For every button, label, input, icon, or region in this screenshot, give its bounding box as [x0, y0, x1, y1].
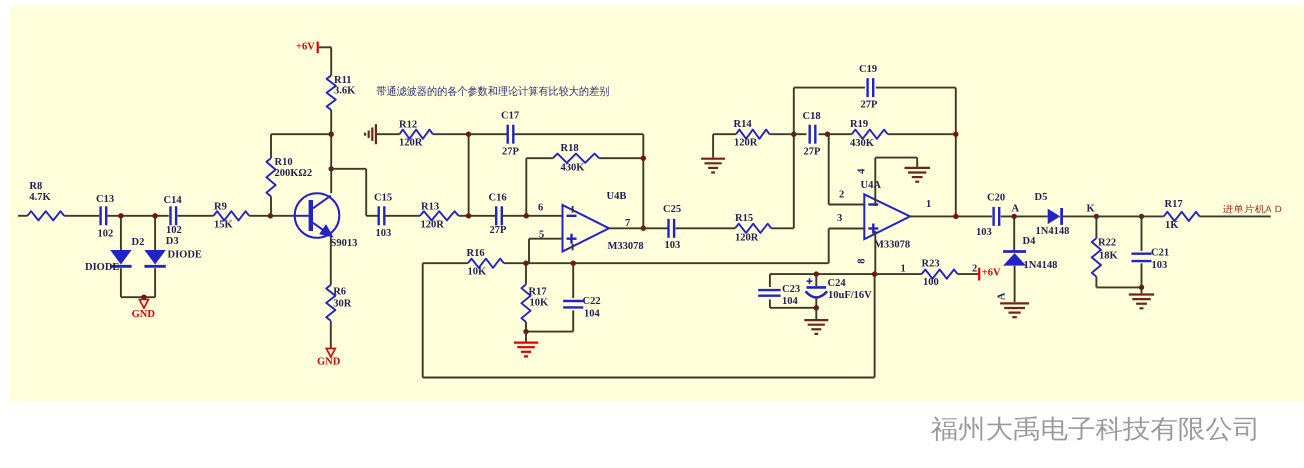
svg-text:D5: D5 — [1035, 192, 1048, 203]
svg-text:15K: 15K — [214, 219, 234, 230]
svg-text:102: 102 — [98, 228, 114, 239]
svg-text:104: 104 — [782, 296, 799, 307]
svg-text:C22: C22 — [583, 296, 601, 307]
svg-text:1: 1 — [926, 199, 931, 210]
svg-text:C19: C19 — [859, 64, 877, 75]
svg-text:103: 103 — [1152, 260, 1168, 271]
svg-text:M33078: M33078 — [608, 241, 644, 252]
svg-text:103: 103 — [665, 240, 681, 251]
svg-text:30R: 30R — [333, 298, 352, 309]
svg-text:7: 7 — [625, 218, 630, 229]
svg-text:103: 103 — [376, 228, 392, 239]
svg-text:R9: R9 — [214, 201, 227, 212]
svg-text:A: A — [1012, 203, 1020, 214]
svg-text:M33078: M33078 — [874, 240, 910, 251]
svg-text:120R: 120R — [735, 232, 759, 243]
svg-text:DIODE: DIODE — [168, 250, 202, 261]
svg-text:R19: R19 — [850, 119, 868, 130]
svg-text:27P: 27P — [490, 225, 508, 236]
svg-text:K: K — [1087, 203, 1096, 214]
svg-text:C18: C18 — [803, 111, 821, 122]
svg-text:R14: R14 — [734, 119, 753, 130]
svg-text:200KΩ2: 200KΩ2 — [275, 168, 313, 179]
svg-text:C20: C20 — [987, 193, 1005, 204]
svg-text:27P: 27P — [804, 147, 822, 158]
svg-text:430K: 430K — [561, 163, 586, 174]
svg-text:C13: C13 — [96, 194, 114, 205]
svg-text:DIODE: DIODE — [85, 262, 119, 273]
svg-text:2: 2 — [839, 190, 844, 201]
svg-text:R17: R17 — [529, 286, 547, 297]
svg-text:GND: GND — [132, 309, 156, 320]
svg-text:C21: C21 — [1151, 247, 1169, 258]
svg-text:R16: R16 — [467, 248, 485, 259]
svg-text:8: 8 — [857, 258, 868, 263]
svg-text:3.6K: 3.6K — [334, 85, 356, 96]
svg-text:3: 3 — [837, 213, 842, 224]
svg-text:R22: R22 — [1098, 238, 1116, 249]
svg-text:R11: R11 — [334, 75, 352, 86]
svg-text:R13: R13 — [421, 202, 439, 213]
svg-text:1K: 1K — [1165, 220, 1179, 231]
svg-text:R15: R15 — [735, 213, 753, 224]
svg-text:R18: R18 — [561, 143, 579, 154]
svg-text:18K: 18K — [1099, 250, 1119, 261]
svg-text:C16: C16 — [489, 193, 507, 204]
svg-text:R6: R6 — [333, 286, 346, 297]
svg-text:27P: 27P — [861, 100, 879, 111]
svg-text:D3: D3 — [166, 236, 179, 247]
svg-text:120R: 120R — [399, 138, 423, 149]
svg-text:C15: C15 — [374, 192, 392, 203]
svg-text:2: 2 — [972, 264, 977, 275]
svg-text:D4: D4 — [1023, 236, 1037, 247]
svg-text:120R: 120R — [734, 137, 758, 148]
svg-text:C23: C23 — [782, 284, 800, 295]
svg-text:6: 6 — [538, 202, 543, 213]
svg-text:4: 4 — [857, 168, 868, 174]
svg-text:D2: D2 — [132, 237, 145, 248]
svg-text:10K: 10K — [530, 297, 550, 308]
svg-text:+6V: +6V — [982, 268, 1001, 279]
svg-text:C25: C25 — [663, 204, 681, 215]
svg-text:C24: C24 — [828, 278, 847, 289]
svg-text:R8: R8 — [29, 181, 42, 192]
svg-text:10K: 10K — [468, 266, 488, 277]
svg-text:C17: C17 — [501, 110, 519, 121]
svg-text:5: 5 — [539, 230, 544, 241]
svg-text:10uF/16V: 10uF/16V — [828, 290, 872, 301]
svg-text:R17: R17 — [1165, 199, 1183, 210]
svg-text:+6V: +6V — [296, 42, 315, 53]
svg-text:R23: R23 — [922, 258, 940, 269]
svg-text:C14: C14 — [164, 195, 183, 206]
svg-text:1N4148: 1N4148 — [1036, 226, 1070, 237]
svg-text:430K: 430K — [850, 138, 875, 149]
svg-text:U4A: U4A — [861, 180, 882, 191]
svg-text:100: 100 — [923, 277, 939, 288]
svg-text:103: 103 — [976, 227, 992, 238]
svg-text:R12: R12 — [399, 120, 417, 131]
svg-text:27P: 27P — [502, 146, 520, 157]
svg-text:1N4148: 1N4148 — [1024, 260, 1058, 271]
svg-text:S9013: S9013 — [331, 238, 358, 249]
svg-text:120R: 120R — [421, 220, 445, 231]
svg-text:1: 1 — [901, 264, 906, 275]
svg-text:U4B: U4B — [607, 191, 627, 202]
svg-text:R10: R10 — [275, 157, 293, 168]
svg-text:A: A — [997, 292, 1008, 300]
svg-text:104: 104 — [584, 309, 601, 320]
svg-text:102: 102 — [166, 225, 182, 236]
svg-text:GND: GND — [317, 357, 341, 368]
svg-text:4.7K: 4.7K — [29, 192, 51, 203]
